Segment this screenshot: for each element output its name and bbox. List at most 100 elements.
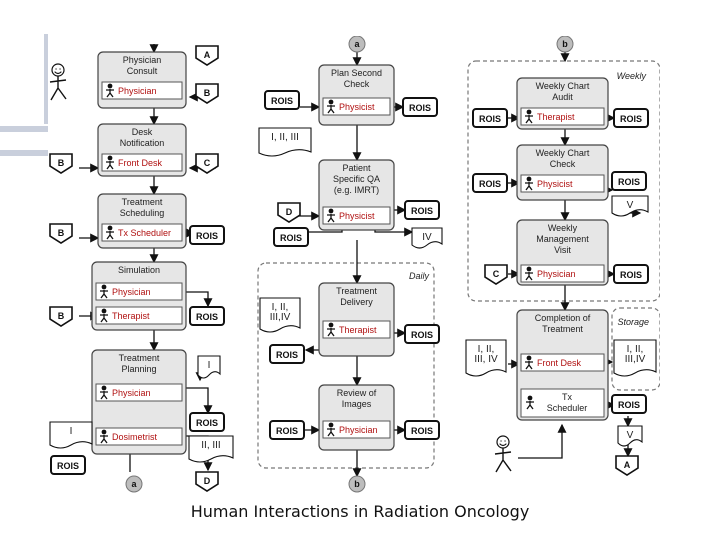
step-title-line: Patient: [342, 163, 371, 173]
person-icon: [525, 361, 533, 370]
document-label: I: [208, 360, 211, 371]
document-label: I, II, III: [271, 132, 299, 143]
step-title-line: Specific QA: [333, 174, 380, 184]
rois-label: ROIS: [411, 330, 433, 340]
role-label: Therapist: [112, 311, 150, 321]
document-doc-i: I: [197, 355, 221, 379]
rois-system-box: ROIS: [404, 200, 440, 220]
connector-b: B: [195, 83, 219, 104]
role-physicist: Physicist: [322, 97, 391, 116]
role-physicist: Physicist: [520, 174, 605, 193]
document-label: IV: [422, 232, 432, 243]
rois-system-box: ROIS: [611, 171, 647, 191]
connector-shape: [49, 306, 73, 327]
patient-body-icon: [49, 76, 67, 101]
rois-system-box: ROIS: [613, 108, 649, 128]
document-doc-v: V: [617, 425, 643, 447]
connector-shape: [484, 264, 508, 285]
person-icon: [106, 231, 114, 240]
rois-label: ROIS: [411, 426, 433, 436]
role-box: [520, 353, 605, 372]
document-shape: [611, 195, 649, 217]
rois-frame: [189, 412, 225, 432]
role-physician: Physician: [95, 383, 183, 402]
connector-label: A: [204, 50, 211, 60]
document-doc-i: I: [49, 421, 93, 449]
document-label: II, III: [201, 440, 220, 451]
connector-b: B: [49, 306, 73, 327]
document-doc-i-ii-iii-iv: I, II,III,IV: [259, 297, 301, 333]
role-physician: Physician: [95, 282, 183, 301]
rois-system-box: ROIS: [404, 420, 440, 440]
person-icon: [106, 161, 114, 170]
rois-frame: [472, 173, 508, 193]
rois-frame: [404, 324, 440, 344]
role-box: [95, 306, 183, 325]
rois-frame: [269, 420, 305, 440]
document-shape: [617, 425, 643, 447]
person-icon: [100, 290, 108, 299]
rois-frame: [404, 200, 440, 220]
person-icon: [100, 314, 108, 323]
connector-circle: [348, 475, 366, 493]
connector-label: A: [624, 460, 631, 470]
document-label: III,IV: [270, 312, 291, 323]
document-label: III, IV: [474, 354, 498, 365]
rois-label: ROIS: [479, 179, 501, 189]
document-shape: [49, 421, 93, 449]
document-label: I, II,: [272, 302, 289, 313]
role-label: Physicist: [339, 211, 375, 221]
step-title-line: Review of: [337, 388, 377, 398]
person-icon: [328, 422, 334, 428]
connector-shape: [49, 223, 73, 244]
role-physicist: Physicist: [322, 206, 391, 225]
rois-label: ROIS: [409, 103, 431, 113]
connector-label: B: [204, 88, 211, 98]
connector-a: A: [195, 45, 219, 66]
rois-system-box: ROIS: [269, 344, 305, 364]
role-box: [101, 223, 183, 242]
step-title-line: Treatment: [336, 286, 377, 296]
step-title-line: (e.g. IMRT): [334, 185, 379, 195]
document-shape: [197, 355, 221, 379]
rois-frame: [402, 97, 438, 117]
rois-system-box: ROIS: [269, 420, 305, 440]
person-icon: [328, 322, 334, 328]
step-title-line: Weekly Chart: [536, 148, 590, 158]
connector-circle: [348, 36, 366, 53]
rois-system-box: ROIS: [613, 264, 649, 284]
connector-circle: [556, 36, 574, 53]
rois-frame: [611, 171, 647, 191]
connector-round-a: a: [125, 475, 143, 493]
daily-region: [257, 262, 435, 469]
rois-label: ROIS: [276, 426, 298, 436]
role-therapist: Therapist: [520, 107, 605, 126]
person-icon: [525, 182, 533, 191]
document-doc-iv: IV: [411, 227, 443, 249]
document-label: I, II,: [627, 344, 644, 355]
document-label: V: [627, 430, 634, 441]
role-therapist: Therapist: [322, 320, 391, 339]
role-front-desk: Front Desk: [520, 353, 605, 372]
decorative-bar-vertical: [44, 34, 48, 124]
person-icon: [101, 284, 107, 290]
step-title-line: Delivery: [340, 297, 373, 307]
role-label: Front Desk: [537, 358, 582, 368]
document-doc-i-ii-iii-iv-b: I, II,III, IV: [465, 339, 507, 377]
person-icon: [328, 208, 334, 214]
connector-c: C: [484, 264, 508, 285]
rois-label: ROIS: [57, 461, 79, 471]
patient-face-icon: [499, 440, 507, 447]
connector-shape: [195, 153, 219, 174]
step-title-line: Simulation: [118, 265, 160, 275]
person-icon: [526, 355, 532, 361]
rois-label: ROIS: [196, 418, 218, 428]
person-icon: [101, 308, 107, 314]
flow-arrow: [186, 387, 213, 415]
